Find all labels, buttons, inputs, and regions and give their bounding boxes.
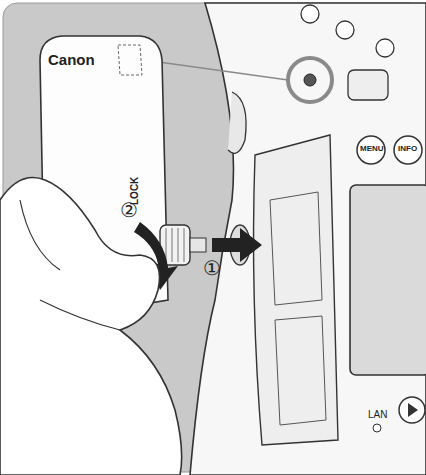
screw-hole [304,74,316,86]
callout-number: ② [120,200,138,220]
info-button [394,136,422,164]
callout-number: ① [203,258,221,278]
cover-panel [275,316,326,425]
top-button [336,21,354,39]
hidden-screw [118,45,142,75]
insert-arrow [212,228,262,262]
lcd-screen [350,185,426,375]
cover-panel [270,192,322,305]
menu-button [357,136,385,164]
play-button [399,397,425,423]
button-label: MENU [360,145,384,153]
hand [0,178,182,475]
play-symbol [408,403,418,417]
top-button [376,39,394,57]
top-button [301,5,319,23]
eyepiece [348,70,388,100]
port-label: LAN [368,410,387,420]
button-label: INFO [398,145,417,153]
highlight-circle [288,58,332,102]
terminal-cover [254,135,338,445]
knob-ridges [166,228,184,262]
brand-name: Canon [48,52,95,67]
strap-lug [228,92,246,153]
lan-lamp [373,424,381,432]
connector-pin [190,238,206,252]
hand-creases [20,200,120,330]
